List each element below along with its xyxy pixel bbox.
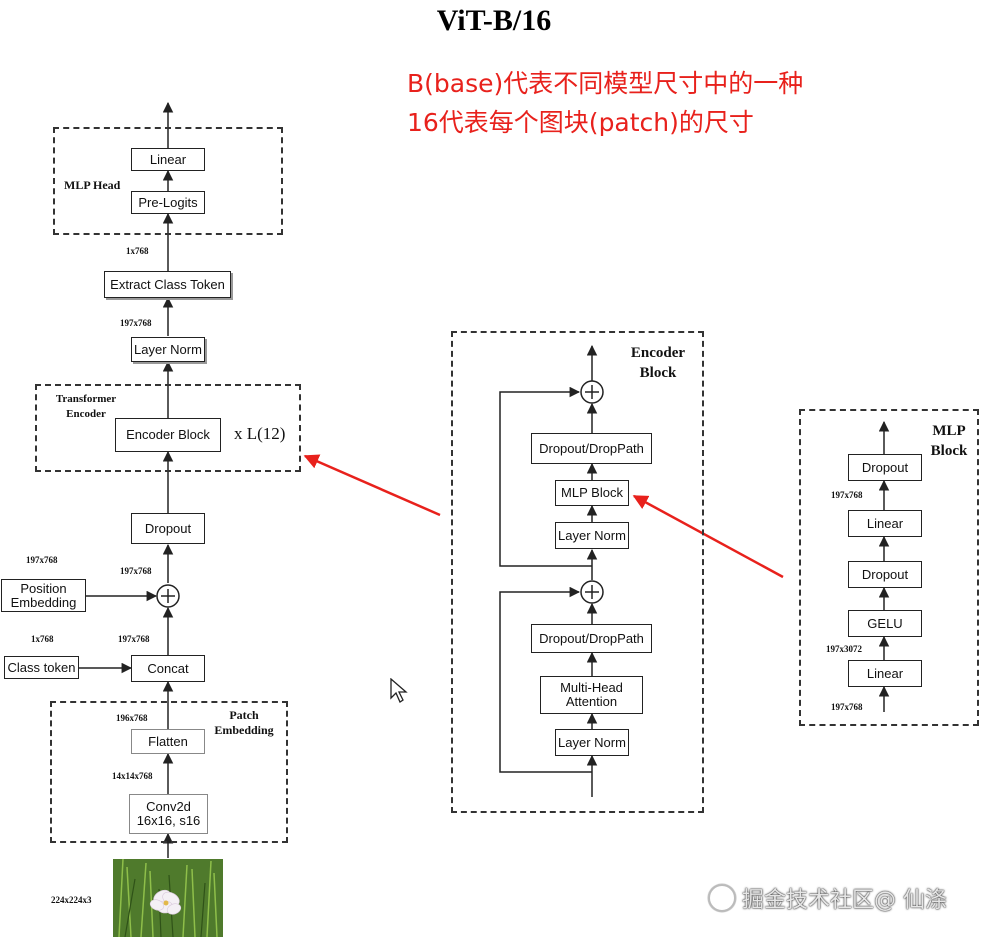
mlp-linear-top-box: Linear	[848, 510, 922, 537]
dim-label: 224x224x3	[51, 895, 92, 905]
flatten-box: Flatten	[131, 729, 205, 754]
mlp-block-box: MLP Block	[555, 480, 629, 506]
layer-norm-bottom-box: Layer Norm	[555, 729, 629, 756]
pre-logits-box: Pre-Logits	[131, 191, 205, 214]
dropout-box: Dropout	[131, 513, 205, 544]
dim-label: 14x14x768	[112, 771, 153, 781]
dim-label: 197x768	[118, 634, 150, 644]
transformer-encoder-group	[35, 384, 301, 472]
repeat-label: x L(12)	[234, 424, 286, 443]
gelu-box: GELU	[848, 610, 922, 637]
mlp-block-label: MLP Block	[930, 423, 968, 459]
dropout-droppath-bottom-box: Dropout/DropPath	[531, 624, 652, 653]
transformer-encoder-label: Transformer Encoder	[55, 393, 117, 420]
layer-norm-box: Layer Norm	[131, 337, 205, 362]
mlp-dropout-top-box: Dropout	[848, 454, 922, 481]
dim-label: 1x768	[126, 246, 149, 256]
mlp-head-group	[53, 127, 283, 235]
extract-class-token-box: Extract Class Token	[104, 271, 231, 298]
watermark-logo-icon	[708, 884, 736, 912]
input-flower-image	[113, 859, 223, 937]
watermark: 掘金技术社区@ 仙涤	[708, 882, 947, 914]
mouse-cursor-icon	[390, 678, 408, 703]
position-embedding-box: Position Embedding	[1, 579, 86, 612]
dim-label: 197x768	[831, 490, 863, 500]
patch-embedding-group	[50, 701, 288, 843]
mlp-dropout-mid-box: Dropout	[848, 561, 922, 588]
dim-label: 197x768	[120, 318, 152, 328]
multi-head-attention-box: Multi-Head Attention	[540, 676, 643, 714]
dim-label: 197x3072	[826, 644, 862, 654]
dim-label: 197x768	[120, 566, 152, 576]
mlp-head-label: MLP Head	[64, 178, 121, 192]
linear-box: Linear	[131, 148, 205, 171]
layer-norm-top-box: Layer Norm	[555, 522, 629, 549]
note-line-1: B(base)代表不同模型尺寸中的一种	[407, 69, 804, 98]
concat-box: Concat	[131, 655, 205, 682]
encoder-block-label: Encoder Block	[630, 345, 686, 381]
diagram-title: ViT-B/16	[436, 4, 552, 37]
encoder-block-detail-group	[451, 331, 704, 813]
mlp-linear-bottom-box: Linear	[848, 660, 922, 687]
class-token-box: Class token	[4, 656, 79, 679]
encoder-block-box: Encoder Block	[115, 418, 221, 452]
patch-embedding-label: Patch Embedding	[214, 708, 274, 737]
dim-label: 197x768	[831, 702, 863, 712]
dropout-droppath-top-box: Dropout/DropPath	[531, 433, 652, 464]
watermark-text: 掘金技术社区@ 仙涤	[742, 888, 947, 913]
mlp-block-detail-group	[799, 409, 979, 726]
dim-label: 197x768	[26, 555, 58, 565]
note-line-2: 16代表每个图块(patch)的尺寸	[407, 108, 754, 137]
dim-label: 196x768	[116, 713, 148, 723]
dim-label: 1x768	[31, 634, 54, 644]
conv2d-box: Conv2d 16x16, s16	[129, 794, 208, 834]
